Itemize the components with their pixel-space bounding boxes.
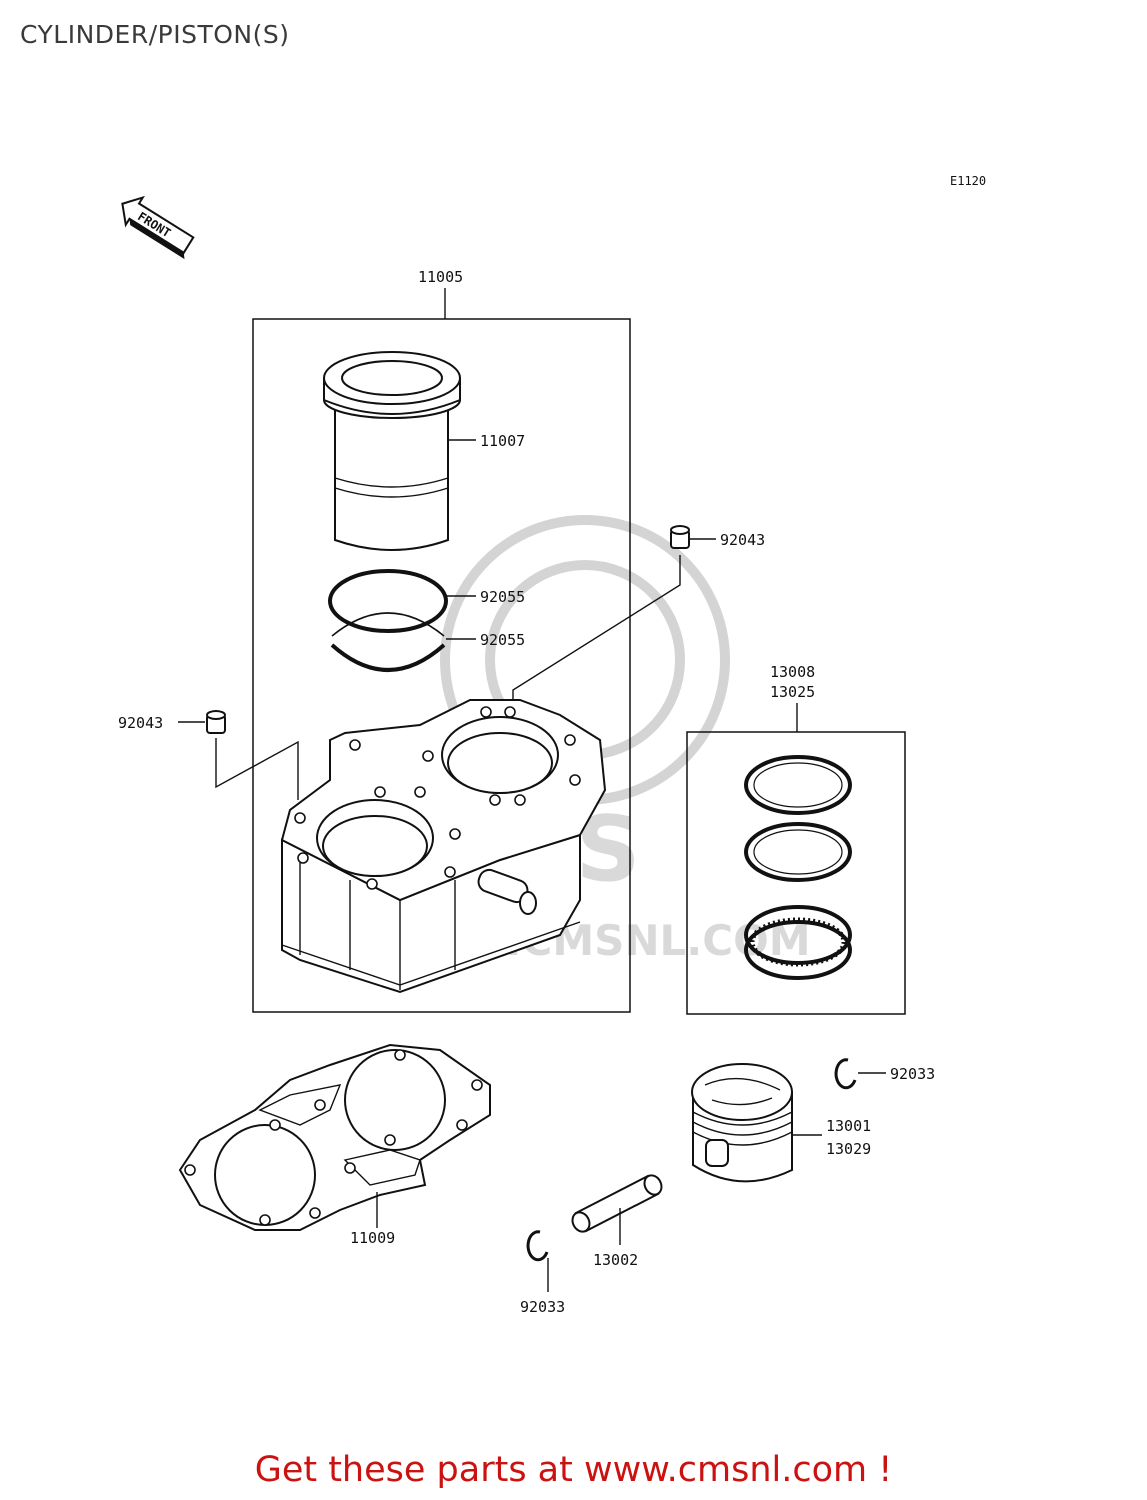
- callout-13002: 13002: [593, 1251, 638, 1269]
- cylinder-assy-box: [252, 318, 631, 1013]
- cylinder-sleeve: [323, 351, 461, 551]
- piston-ring: [744, 822, 852, 882]
- o-ring: [330, 612, 446, 672]
- dowel-pin: [206, 710, 226, 734]
- callout-13029: 13029: [826, 1140, 871, 1158]
- callout-13001: 13001: [826, 1117, 871, 1135]
- piston-ring: [744, 755, 852, 815]
- page-title: CYLINDER/PISTON(S): [20, 20, 290, 49]
- circlip: [834, 1058, 857, 1090]
- callout-13025: 13025: [770, 683, 815, 701]
- callout-92055-b: 92055: [480, 631, 525, 649]
- ring-set-box: [686, 731, 906, 1015]
- callout-11005: 11005: [418, 268, 463, 286]
- dowel-pin: [670, 525, 690, 549]
- callout-92043-left: 92043: [118, 714, 163, 732]
- callout-13008: 13008: [770, 663, 815, 681]
- promo-link[interactable]: Get these parts at www.cmsnl.com !: [254, 1450, 893, 1490]
- head-gasket: [178, 1043, 491, 1231]
- circlip: [526, 1230, 549, 1262]
- parts-diagram: CMS WWW.CMSNL.COM E1120 FRONT 11005 1100…: [118, 174, 986, 1316]
- piston: [691, 1063, 793, 1183]
- callout-11007: 11007: [480, 432, 525, 450]
- callout-92043-top: 92043: [720, 531, 765, 549]
- oil-ring: [744, 905, 852, 980]
- cylinder-block: [280, 699, 607, 994]
- callout-92033-right: 92033: [890, 1065, 935, 1083]
- piston-pin: [571, 1174, 663, 1233]
- callout-11009: 11009: [350, 1229, 395, 1247]
- o-ring: [328, 569, 448, 633]
- diagram-code: E1120: [950, 174, 986, 188]
- front-arrow-icon: FRONT: [121, 195, 195, 260]
- callout-92055-a: 92055: [480, 588, 525, 606]
- callout-92033-bottom: 92033: [520, 1298, 565, 1316]
